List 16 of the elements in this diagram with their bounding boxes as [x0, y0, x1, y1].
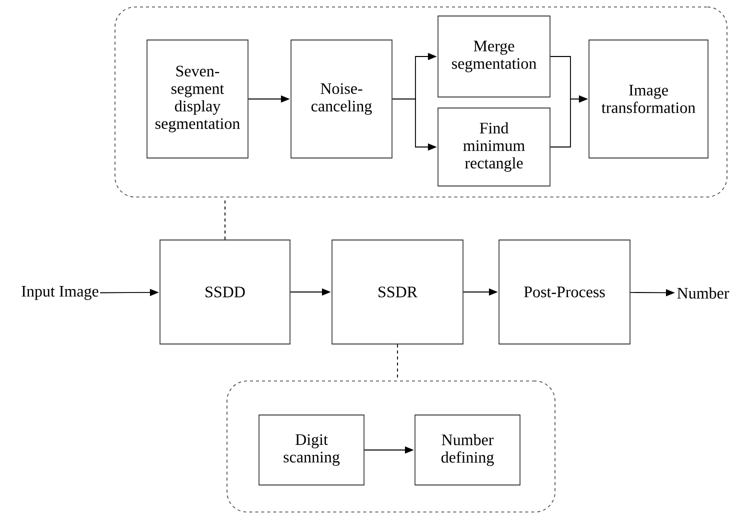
process-box: Image transformation: [588, 40, 708, 158]
process-box: Noise-canceling: [290, 40, 392, 158]
group-frame: [226, 380, 556, 512]
process-box: Number defining: [414, 414, 520, 486]
process-box: Find minimum rectangle: [438, 108, 550, 186]
text-label: Number: [677, 287, 730, 299]
process-box: Seven-segment display segmentation: [146, 40, 248, 158]
connector-line: [224, 198, 226, 240]
process-box: Post-Process: [498, 240, 630, 344]
process-box: Digit scanning: [258, 414, 364, 486]
process-box: SSDD: [160, 240, 290, 344]
connector-line: [397, 344, 398, 380]
text-label: Input Image: [22, 286, 98, 300]
group-frame: [114, 6, 728, 198]
process-box: SSDR: [332, 240, 464, 344]
process-box: Merge segmentation: [438, 16, 550, 98]
